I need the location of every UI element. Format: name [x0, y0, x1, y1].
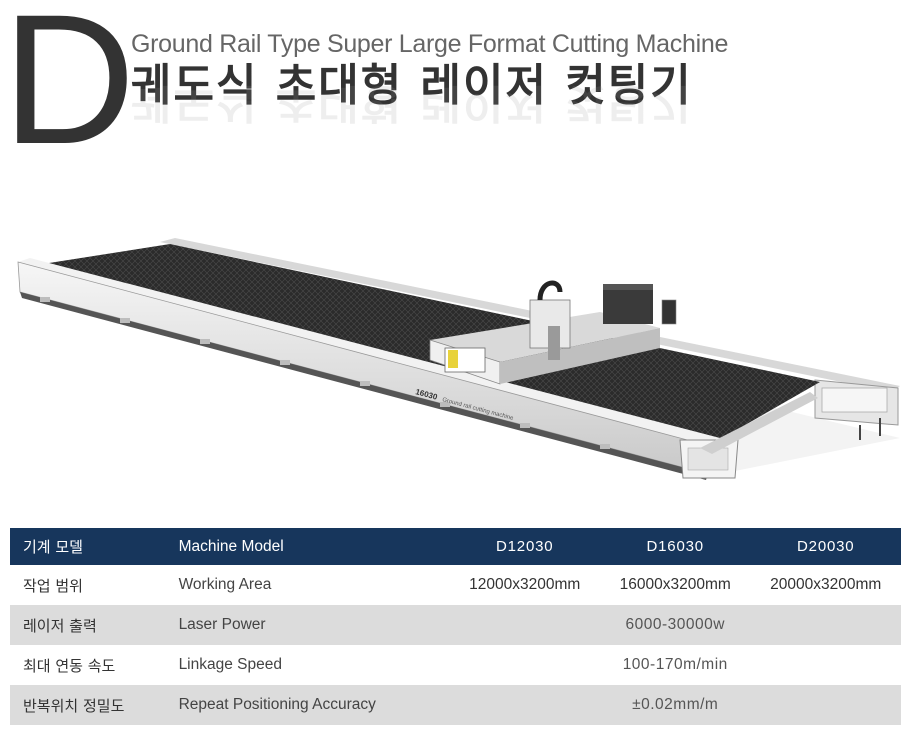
model-name: D12030 [449, 528, 600, 565]
row-label-en: Laser Power [178, 605, 450, 645]
spec-row-laser-power: 레이저 출력 Laser Power 6000-30000w [10, 605, 901, 645]
header-label-en: Machine Model [178, 528, 450, 565]
row-label-ko: 최대 연동 속도 [23, 656, 116, 675]
spec-value: ±0.02mm/m [449, 685, 901, 725]
page-title: 궤도식 초대형 레이저 컷팅기 [131, 60, 693, 111]
right-side-frame [700, 392, 881, 454]
row-label-ko: 반복위치 정밀도 [10, 685, 179, 725]
section-letter: D [2, 0, 136, 183]
subtitle-english: Ground Rail Type Super Large Format Cutt… [131, 30, 729, 58]
row-label-en: Working Area [178, 576, 272, 593]
row-label-en: Repeat Positioning Accuracy [178, 685, 450, 725]
row-label-en: Linkage Speed [178, 656, 282, 673]
row-label-ko: 레이저 출력 [10, 605, 179, 645]
spec-header-row: 기계 모델 Machine Model D12030 D16030 D20030 [10, 528, 901, 565]
spec-row-working-area: 작업 범위 Working Area 12000x3200mm 16000x32… [10, 565, 901, 605]
spec-row-linkage-speed: 최대 연동 속도 Linkage Speed 100-170m/min [10, 645, 901, 685]
spec-value: 12000x3200mm [469, 576, 581, 593]
header-label-ko: 기계 모델 [10, 528, 179, 565]
spec-table: 기계 모델 Machine Model D12030 D16030 D20030… [10, 528, 901, 725]
spec-row-positioning-accuracy: 반복위치 정밀도 Repeat Positioning Accuracy ±0.… [10, 685, 901, 725]
spec-value: 100-170m/min [622, 656, 728, 673]
front-rail [17, 258, 739, 480]
spec-value: 16000x3200mm [619, 576, 731, 593]
model-name: D20030 [750, 528, 901, 565]
spec-value: 6000-30000w [449, 605, 901, 645]
page-title-reflection: 궤도식 초대형 레이저 컷팅기 [131, 79, 693, 126]
gantry [429, 280, 677, 385]
spec-value: 20000x3200mm [770, 576, 882, 593]
row-label-ko: 작업 범위 [23, 576, 83, 595]
model-name: D16030 [599, 528, 751, 565]
laser-cutting-machine-image: 16030 Ground rail cutting machine [17, 238, 900, 480]
